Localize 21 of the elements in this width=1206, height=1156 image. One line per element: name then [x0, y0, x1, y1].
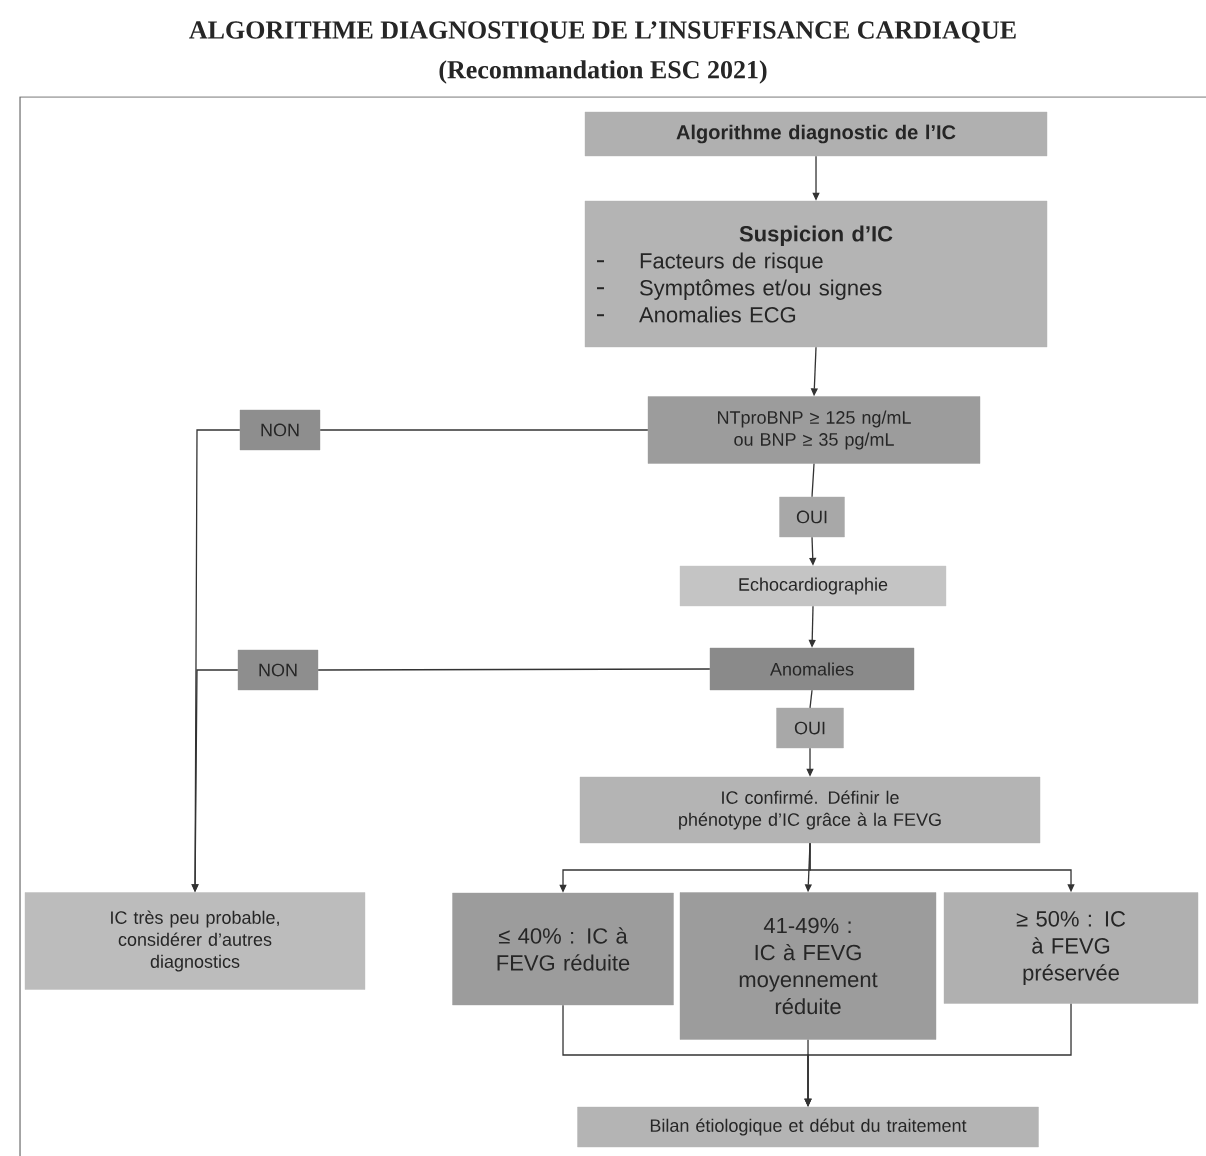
decision-box: Anomalies: [709, 647, 915, 691]
answer-box: OUI: [779, 496, 845, 538]
process-box: Algorithme diagnostic de l’IC: [584, 111, 1048, 157]
outcome-box: ≤ 40% : IC à FEVG réduite: [452, 892, 674, 1006]
decision-box: NTproBNP ≥ 125 ng/mL ou BNP ≥ 35 pg/mL: [647, 396, 981, 464]
outcome-box: 41-49% : IC à FEVG moyennement réduite: [679, 892, 937, 1040]
bullet-item: Anomalies ECG: [596, 306, 796, 323]
title: ALGORITHME DIAGNOSTIQUE DE L’INSUFFISANCE CARDIAQUE: [189, 21, 1016, 43]
outcome-box: ≥ 50% : IC à FEVG préservée: [943, 892, 1199, 1004]
bullet-item: Symptômes et/ou signes: [596, 279, 882, 300]
process-box: [584, 200, 1048, 348]
box-heading: Suspicion d’IC: [739, 225, 893, 246]
process-box: Echocardiographie: [679, 565, 947, 607]
process-box: IC confirmé. Définir le phénotype d’IC grâce à la FEVG: [579, 776, 1041, 844]
answer-box: NON: [237, 649, 319, 691]
subtitle: (Recommandation ESC 2021): [439, 60, 767, 84]
outcome-box: Bilan étiologique et début du traitement: [577, 1106, 1039, 1148]
bullet-item: Facteurs de risque: [596, 252, 823, 273]
outcome-box: IC très peu probable, considérer d’autres diagnostics: [24, 892, 366, 990]
answer-box: NON: [239, 409, 321, 451]
answer-box: OUI: [776, 707, 844, 749]
